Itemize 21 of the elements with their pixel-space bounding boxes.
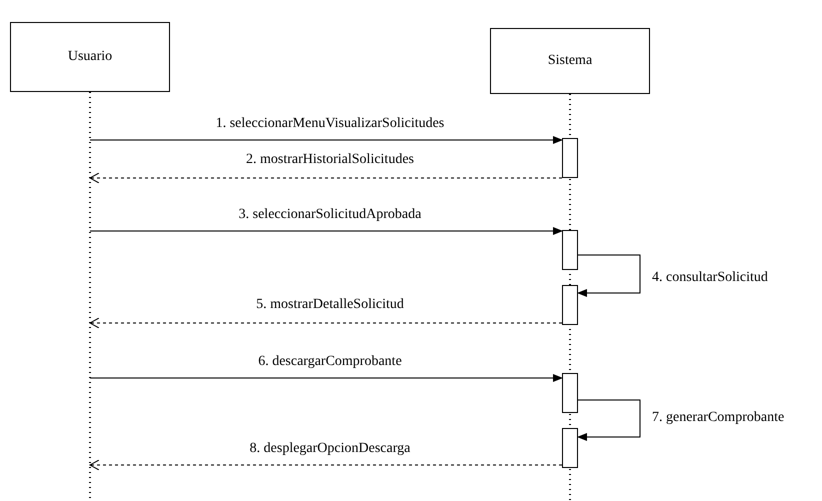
actor-with-lifeline (10, 22, 170, 501)
message-label: 7. generarComprobante (650, 410, 786, 426)
activation-bar (562, 138, 578, 178)
actor-box (490, 28, 650, 94)
return-arrow (90, 172, 562, 184)
self-call-arrow (577, 254, 640, 297)
return-arrow (90, 460, 562, 470)
self-call-arrow (577, 400, 640, 441)
message-arrow (90, 374, 563, 382)
activation-bar (562, 428, 578, 468)
actor-name: Usuario (68, 49, 112, 65)
message-arrow (90, 136, 563, 144)
message-label: 3. seleccionarSolicitudAprobada (236, 207, 424, 223)
activation-bar (562, 230, 578, 270)
message-label: 6. descargarComprobante (256, 354, 404, 370)
actor-name: Sistema (548, 53, 592, 69)
activation-bar (562, 373, 578, 413)
return-arrow (90, 318, 562, 328)
message-arrow (90, 227, 563, 235)
activation-bar (562, 285, 578, 325)
message-label: 8. desplegarOpcionDescarga (248, 441, 412, 457)
